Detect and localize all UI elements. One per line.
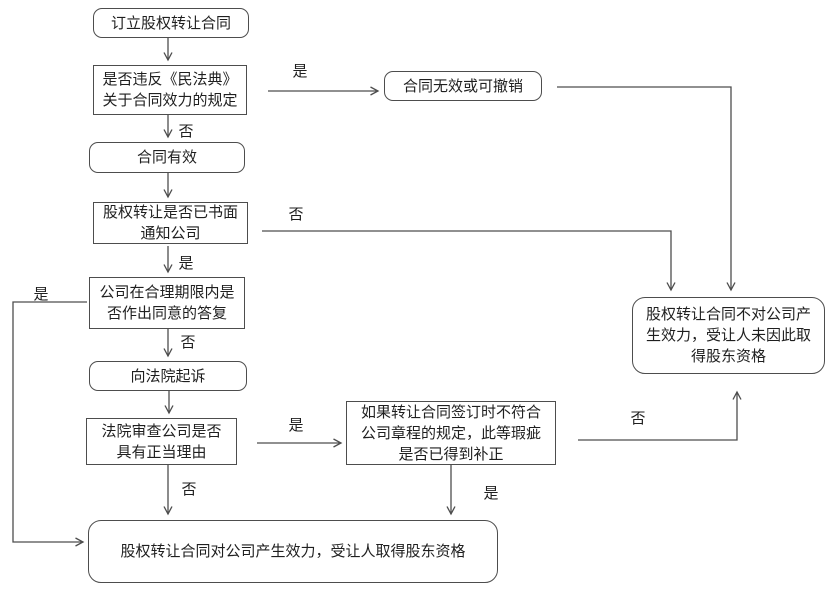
node-written-notice: 股权转让是否已书面 通知公司	[93, 202, 248, 244]
node-contract-invalid: 合同无效或可撤销	[384, 71, 542, 101]
node-violate-civil-code: 是否违反《民法典》 关于合同效力的规定	[93, 65, 247, 115]
edge-notice-no-to-noeffect	[262, 230, 676, 292]
node-contract-valid: 合同有效	[89, 142, 245, 173]
edge-label-cured-no: 否	[630, 410, 646, 427]
edge-label-reply-no: 否	[180, 334, 196, 351]
edge-reply-yes-to-effective	[12, 301, 87, 547]
edge-invalid-to-noeffect	[557, 86, 736, 292]
node-effective: 股权转让合同对公司产生效力，受让人取得股东资格	[88, 520, 498, 583]
node-court-review: 法院审查公司是否 具有正当理由	[86, 418, 237, 465]
edge-cured-no-to-noeffect	[578, 390, 742, 441]
node-establish-contract: 订立股权转让合同	[93, 8, 249, 38]
edge-label-violate-yes: 是	[292, 63, 308, 80]
edge-label-review-yes: 是	[288, 417, 304, 434]
edge-label-review-no: 否	[181, 481, 197, 498]
node-sue-court: 向法院起诉	[89, 361, 247, 391]
edge-label-notice-yes: 是	[178, 255, 194, 272]
node-company-reply: 公司在合理期限内是 否作出同意的答复	[89, 277, 245, 329]
node-defect-cured: 如果转让合同签订时不符合 公司章程的规定，此等瑕疵 是否已得到补正	[346, 401, 556, 465]
edge-label-violate-no: 否	[178, 123, 194, 140]
node-no-effect: 股权转让合同不对公司产 生效力，受让人未因此取 得股东资格	[632, 297, 825, 374]
edge-label-reply-yes: 是	[33, 286, 49, 303]
edge-label-cured-yes: 是	[483, 485, 499, 502]
edge-label-notice-no: 否	[288, 206, 304, 223]
